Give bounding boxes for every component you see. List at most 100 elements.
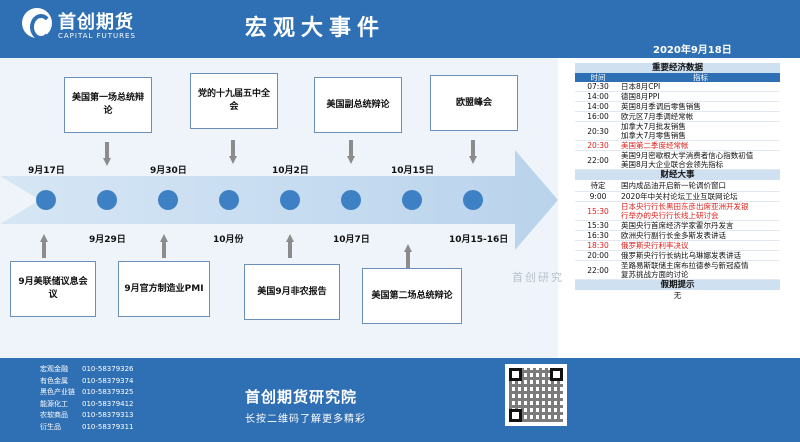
contact-row: 有色金属 010-58379374: [40, 376, 134, 388]
row-time: 18:30: [587, 241, 609, 250]
contact-phone: 010-58379412: [82, 399, 134, 408]
top-date-2: 9月30日: [150, 166, 187, 176]
contact-phone: 010-58379313: [82, 411, 134, 420]
row-item: 2020年中关村论坛工业互联网论坛: [621, 192, 780, 201]
row-item: 日本央行行长黑田东彦出席亚洲开发银行举办的央行行长线上研讨会: [621, 202, 780, 220]
watermark-text: 首创研究: [512, 271, 564, 284]
column-indicator: 指标: [693, 73, 708, 82]
table-row: 待定 国内成品油开启新一轮调价窗口: [575, 180, 780, 192]
row-item-line: 日本8月CPI: [621, 82, 661, 91]
row-time: 待定: [590, 181, 606, 190]
row-item-line: 加拿大7月零售销售: [621, 131, 686, 140]
page-title: 宏观大事件: [245, 16, 386, 41]
contact-phone: 010-58379325: [82, 388, 134, 397]
qr-eye: [509, 409, 522, 422]
contact-department: 农软商品: [40, 411, 68, 420]
row-time: 9:00: [589, 192, 607, 201]
timeline-node: [97, 190, 117, 210]
row-item: 加拿大7月批发销售加拿大7月零售销售: [621, 122, 780, 140]
data-section-title: 重要经济数据: [575, 63, 780, 73]
top-date-1: 9月17日: [28, 166, 65, 176]
table-row: 22:00 美国9月密歇根大学消费者信心指数初值美国8月大企业联合会领先指标: [575, 151, 780, 170]
timeline-arrow-band: [0, 150, 558, 250]
org-tagline: 长按二维码了解更多精彩: [245, 414, 366, 425]
row-item-line: 日本央行行长黑田东彦出席亚洲开发银: [621, 202, 749, 211]
table-row: 18:30 俄罗斯央行利率决议: [575, 241, 780, 251]
row-item: 英国8月季调后零售销售: [621, 102, 780, 111]
qr-code-icon: [505, 364, 567, 426]
table-row: 20:00 俄罗斯央行行长纳比乌琳娜发表讲话: [575, 251, 780, 261]
row-item-line: 英国8月季调后零售销售: [621, 102, 701, 111]
brand-subtitle: CAPITAL FUTURES: [58, 32, 136, 40]
timeline-node: [280, 190, 300, 210]
contact-row: 能源化工 010-58379412: [40, 399, 134, 411]
timeline-panel: 美国第一场总统辩论 党的十九届五中全会 美国副总统辩论 欧盟峰会 9月17日 9…: [0, 58, 558, 358]
top-event-box-1: 美国第一场总统辩论: [64, 77, 152, 133]
row-time: 15:30: [587, 206, 609, 216]
table-row: 15:30 日本央行行长黑田东彦出席亚洲开发银行举办的央行行长线上研讨会: [575, 202, 780, 221]
org-name: 首创期货研究院: [245, 388, 358, 406]
bottom-date-4: 10月15-16日: [449, 235, 509, 245]
events-section-title: 财经大事: [575, 170, 780, 180]
brand-name: 首创期货: [58, 12, 134, 33]
row-time: 07:30: [587, 82, 609, 91]
holiday-section-title: 假期提示: [575, 280, 780, 290]
column-time: 时间: [590, 73, 606, 82]
table-row: 22:00 圣路易斯联储主席布拉德参与新冠疫情复苏挑战方面的讨论: [575, 261, 780, 280]
timeline-node: [158, 190, 178, 210]
row-item-line: 复苏挑战方面的讨论: [621, 270, 689, 279]
row-item-line: 美国9月密歇根大学消费者信心指数初值: [621, 151, 754, 160]
contact-phone: 010-58379374: [82, 376, 134, 385]
row-time: 20:00: [587, 251, 609, 260]
row-time: 20:30: [587, 141, 609, 150]
timeline-node: [402, 190, 422, 210]
top-event-box-2: 党的十九届五中全会: [190, 73, 278, 129]
row-item-line: 美国8月大企业联合会领先指标: [621, 160, 724, 169]
row-item-line: 俄罗斯央行行长纳比乌琳娜发表讲话: [621, 251, 741, 260]
bottom-event-box-1: 9月美联储议息会议: [10, 261, 96, 317]
timeline-node: [36, 190, 56, 210]
row-item: 日本8月CPI: [621, 82, 780, 91]
row-item: 德国8月PPI: [621, 92, 780, 101]
row-item-line: 欧洲央行副行长金多斯发表讲话: [621, 231, 726, 240]
logo-swirl-icon: [30, 14, 52, 40]
report-date: 2020年9月18日: [653, 45, 732, 56]
up-arrow-icon: [404, 244, 412, 268]
row-item-line: 欧元区7月季调经常帐: [621, 112, 694, 121]
down-arrow-icon: [469, 140, 477, 164]
contact-department: 宏观金融: [40, 365, 68, 373]
row-item-line: 圣路易斯联储主席布拉德参与新冠疫情: [621, 261, 749, 270]
header-bar: 首创期货 CAPITAL FUTURES 宏观大事件 2020年9月18日: [0, 0, 800, 58]
content-area: 美国第一场总统辩论 党的十九届五中全会 美国副总统辩论 欧盟峰会 9月17日 9…: [0, 58, 800, 358]
down-arrow-icon: [103, 142, 111, 166]
contact-department: 有色金属: [40, 376, 68, 385]
row-item-line: 加拿大7月批发销售: [621, 122, 686, 131]
row-time: 22:00: [587, 265, 609, 275]
bottom-event-box-3: 美国9月非农报告: [244, 264, 340, 320]
up-arrow-icon: [160, 234, 168, 258]
row-item: 国内成品油开启新一轮调价窗口: [621, 181, 780, 190]
row-time: 15:30: [587, 221, 609, 230]
contact-department: 能源化工: [40, 399, 68, 408]
row-item: 俄罗斯央行利率决议: [621, 241, 780, 250]
qr-eye: [550, 368, 563, 381]
table-column-header: 时间 指标: [575, 73, 780, 82]
row-time: 22:00: [587, 155, 609, 165]
down-arrow-icon: [347, 140, 355, 164]
top-date-4: 10月15日: [391, 166, 435, 176]
row-time: 14:00: [587, 92, 609, 101]
timeline-node: [219, 190, 239, 210]
bottom-event-box-4: 美国第二场总统辩论: [362, 268, 462, 324]
row-item: 俄罗斯央行行长纳比乌琳娜发表讲话: [621, 251, 780, 260]
qr-eye: [509, 368, 522, 381]
down-arrow-icon: [229, 140, 237, 164]
top-event-box-4: 欧盟峰会: [430, 75, 518, 131]
timeline-node: [341, 190, 361, 210]
row-item: 欧元区7月季调经常帐: [621, 112, 780, 121]
